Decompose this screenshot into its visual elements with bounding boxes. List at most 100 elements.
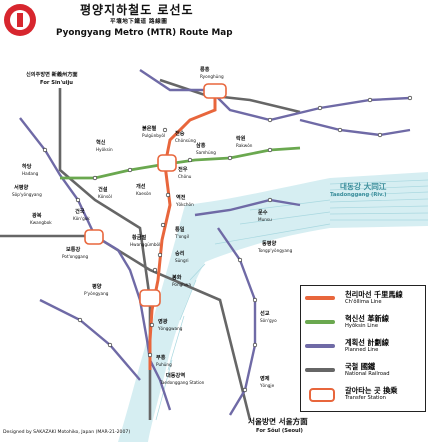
station-label: 봉화 [172, 275, 182, 281]
station-label: 삼흥 [196, 143, 206, 149]
hyoksin-line-path [60, 146, 301, 180]
station-label: 건설 [98, 187, 108, 193]
direction-sinuiju-en: For Sin'uiju [40, 80, 73, 86]
legend-item-planned: 계획선 計劃線 Planned Line [301, 338, 425, 358]
station-label: 통일 [175, 227, 185, 233]
station-label: Kaesŏn [136, 191, 152, 196]
planned-lines [19, 69, 411, 416]
station-label: 대동강역 [166, 373, 186, 379]
station-label: T'ongil [175, 234, 189, 239]
legend-swatch-purple [305, 344, 335, 348]
chollima-line-path [148, 92, 217, 370]
station-label: Puhŭng [156, 362, 172, 367]
legend-transfer-ring-icon [309, 388, 335, 402]
legend-label-ko: 천리마선 千里馬線 [345, 290, 403, 299]
station-label: Yŏkchŏn [176, 202, 194, 207]
legend: 천리마선 千里馬線 Ch'ŏllima Line 혁신선 革新線 Hyŏksin… [300, 285, 426, 412]
transfer-ring-pyongyang [139, 289, 161, 307]
station-label: Kŏnsŏl [98, 194, 112, 199]
station-label: Samhŭng [196, 150, 216, 155]
planned-line-southwest [39, 298, 141, 381]
station-label: 부흥 [156, 355, 166, 361]
station-label: 룡흥 [200, 67, 210, 73]
station-label: Munsu [258, 217, 272, 222]
planned-line-northeast [299, 118, 411, 137]
legend-label-ko: 혁신선 革新線 [345, 314, 389, 323]
station-label: Chŏnu [178, 174, 192, 179]
planned-line-east-a [194, 198, 301, 217]
station-label: Kŏn'guk [73, 216, 90, 221]
legend-label-ko: 계획선 計劃線 [345, 338, 389, 347]
legend-label-en: Transfer Station [345, 395, 386, 401]
planned-line-west [19, 117, 172, 411]
station-label: Pot'onggang [62, 254, 89, 259]
designer-credit: Designed by SAKAZAKI Motohiko, Japan (MA… [3, 430, 131, 435]
logo-mark [17, 13, 23, 27]
station-label: Sŭngri [175, 258, 189, 263]
station-label: Yŏngje [260, 383, 275, 388]
station-label: 붉은별 [142, 126, 157, 132]
station-label: 역전 [176, 195, 186, 201]
station-label: 혁신 [96, 140, 106, 146]
station-label: 락원 [236, 136, 246, 142]
station-label: Pulgŭnbyŏl [142, 133, 166, 138]
station-label: 하당 [22, 164, 32, 170]
legend-label-ko: 갈아타는 곳 換乘 [345, 386, 398, 395]
station-label: 평양 [92, 284, 102, 290]
station-label: Hyŏksin [96, 147, 113, 152]
transfer-ring-west [84, 229, 104, 245]
railroad-east [0, 234, 252, 421]
station-label: Yŏnggwang [158, 326, 183, 331]
title-english: Pyongyang Metro (MTR) Route Map [56, 28, 233, 38]
legend-item-transfer: 갈아타는 곳 換乘 Transfer Station [301, 386, 425, 406]
station-label: Hwanggŭmbŏl [130, 242, 161, 247]
legend-label-en: National Railroad [345, 371, 390, 377]
station-label: 문수 [258, 210, 268, 216]
legend-swatch-orange [305, 296, 335, 300]
station-label: Chŏnsŭng [175, 138, 196, 143]
station-label: 동평양 [262, 241, 277, 247]
station-label: 서평양 [14, 185, 29, 191]
metro-logo [4, 4, 36, 36]
direction-sinuiju-ko: 신의주방면 新義州方面 [26, 72, 78, 78]
station-label: Sŏp'yŏngyang [12, 192, 42, 197]
station-label: 영광 [158, 319, 168, 325]
station-label: Rakwŏn [236, 143, 253, 148]
station-label: 개선 [136, 184, 146, 190]
station-label: 영제 [260, 376, 270, 382]
river-area [118, 172, 428, 442]
river-label-ko: 대동강 大同江 [340, 182, 387, 191]
station-label: 선교 [260, 311, 270, 317]
transfer-stations [84, 83, 227, 307]
station-label: 전우 [178, 167, 188, 173]
legend-label-en: Ch'ŏllima Line [345, 299, 382, 305]
station-label: 광복 [32, 213, 42, 219]
planned-line-east-b [217, 227, 257, 416]
legend-label-en: Planned Line [345, 347, 379, 353]
station-label: 건국 [75, 209, 85, 215]
legend-swatch-grey [305, 368, 335, 372]
station-label: Tongp'yŏngyang [258, 248, 293, 253]
legend-swatch-green [305, 320, 335, 324]
railroad-north-east [159, 78, 301, 114]
station-label: P'yŏngyang [84, 291, 109, 296]
planned-line-north [139, 69, 411, 122]
direction-seoul-ko: 서울방면 서울方面 [248, 417, 308, 426]
transfer-ring-north [203, 83, 227, 99]
station-label: Kwangbok [30, 220, 52, 225]
title-korean: 평양지하철도 로선도 [80, 3, 194, 17]
direction-seoul-en: For Sŏul (Seoul) [256, 428, 303, 434]
legend-label-en: Hyŏksin Line [345, 323, 379, 329]
station-label: Ryonghŭng [200, 74, 224, 79]
station-label: 전승 [175, 131, 185, 137]
station-label: Sŏn'gyo [260, 318, 277, 323]
legend-item-railroad: 국철 國鐵 National Railroad [301, 362, 425, 382]
legend-item-chollima: 천리마선 千里馬線 Ch'ŏllima Line [301, 290, 425, 310]
station-label: Ponghwa [172, 282, 191, 287]
transfer-ring-center [157, 154, 177, 172]
legend-item-hyoksin: 혁신선 革新線 Hyŏksin Line [301, 314, 425, 334]
station-label: 황금벌 [132, 235, 147, 241]
station-label: 승리 [175, 251, 185, 257]
